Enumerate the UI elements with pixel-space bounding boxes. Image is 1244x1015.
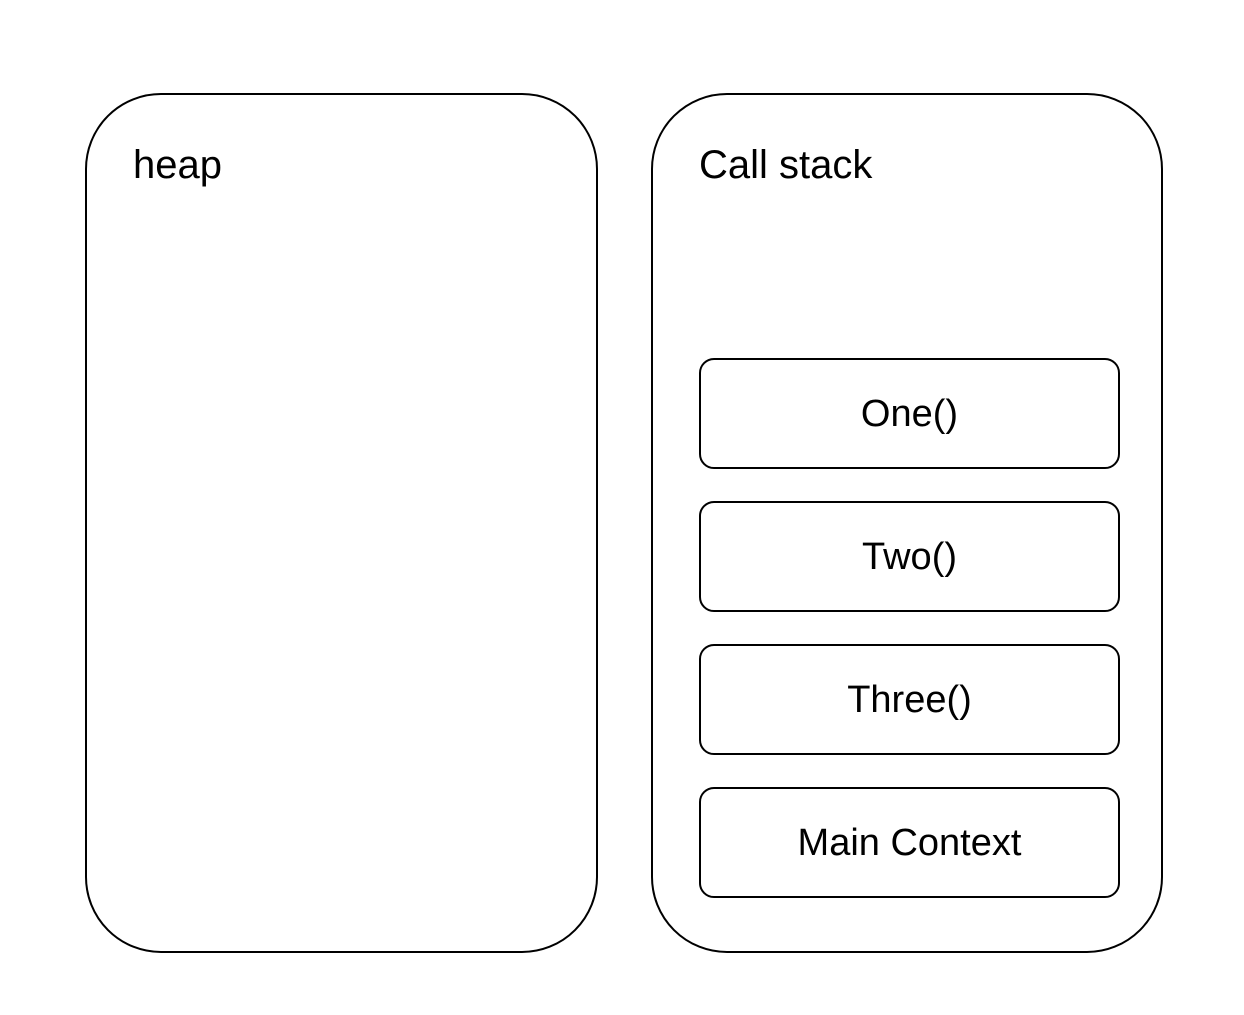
heap-panel-label: heap [133, 143, 222, 187]
stack-frame-one: One() [699, 358, 1120, 469]
heap-panel: heap [85, 93, 598, 953]
stack-frame-one-label: One() [860, 392, 959, 435]
stack-frame-three: Three() [699, 644, 1120, 755]
stack-frame-two-label: Two() [862, 535, 957, 578]
call-stack-panel-label: Call stack [699, 143, 873, 187]
stack-frame-two: Two() [699, 501, 1120, 612]
stack-frame-main-context-label: Main Context [797, 821, 1022, 864]
stack-frame-three-label: Three() [847, 678, 972, 721]
stack-frame-list: One() Two() Three() Main Context [699, 358, 1120, 898]
stack-frame-main-context: Main Context [699, 787, 1120, 898]
call-stack-panel: Call stack One() Two() Three() Main Cont… [651, 93, 1163, 953]
